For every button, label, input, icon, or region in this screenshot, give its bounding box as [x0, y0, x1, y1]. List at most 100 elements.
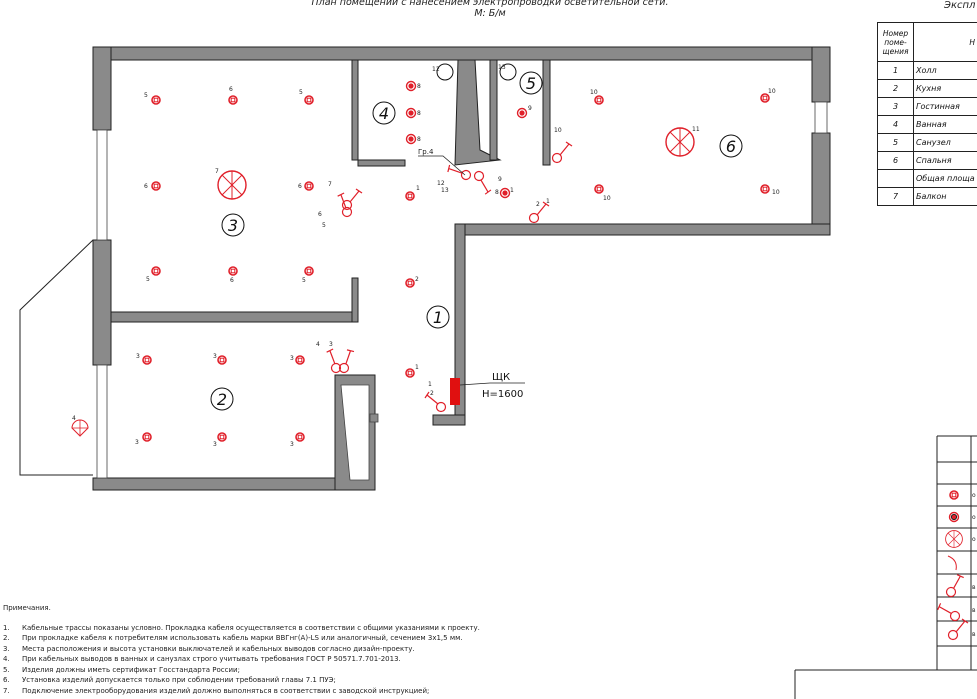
notes-heading: Примечания.: [3, 604, 51, 612]
room-marker-1: 1: [426, 305, 450, 329]
svg-text:5: 5: [299, 89, 303, 96]
svg-text:1: 1: [428, 381, 432, 388]
note-item: 7.Подключение электрооборудования издели…: [3, 686, 430, 695]
svg-text:8: 8: [417, 110, 421, 117]
svg-text:13: 13: [498, 64, 506, 71]
room-marker-3: 3: [221, 213, 245, 237]
svg-text:3: 3: [290, 441, 294, 448]
svg-text:1: 1: [415, 364, 419, 371]
svg-text:7: 7: [328, 181, 332, 188]
header-room-name: Н: [913, 22, 977, 62]
svg-text:12: 12: [437, 180, 445, 187]
svg-text:3: 3: [136, 353, 140, 360]
scale-text: М: Б/м: [474, 8, 506, 19]
note-item: 4.При кабельных выводов в ванных и сануз…: [3, 655, 401, 663]
svg-text:3: 3: [228, 216, 238, 235]
light-fixtures: 5 6 5 6 6 5 6 5 7 3 3 3 3 3 3 8 8 8 12 1…: [71, 63, 780, 448]
svg-text:3: 3: [213, 353, 217, 360]
svg-text:9: 9: [528, 105, 532, 112]
svg-text:2: 2: [536, 201, 540, 208]
svg-text:1: 1: [433, 308, 443, 327]
svg-text:6: 6: [229, 86, 233, 93]
electrical-panel: ЩК Н=1600: [450, 372, 525, 405]
explication-title: Экспл: [944, 0, 976, 11]
svg-text:11: 11: [692, 126, 700, 133]
svg-text:3: 3: [135, 439, 139, 446]
svg-text:10: 10: [603, 195, 611, 202]
svg-text:6: 6: [144, 183, 148, 190]
svg-text:5: 5: [302, 277, 306, 284]
svg-text:в: в: [972, 584, 976, 591]
note-item: 5.Изделия должны иметь сертификат Госста…: [3, 665, 240, 674]
svg-text:3: 3: [213, 441, 217, 448]
legend-passthrough-switch-icon: [947, 618, 969, 641]
svg-text:3: 3: [329, 341, 333, 348]
title-text: План помещений с нанесением электропрово…: [311, 0, 669, 8]
svg-text:10: 10: [768, 88, 776, 95]
room-marker-2: 2: [210, 387, 234, 411]
room-marker-5: 5: [519, 71, 543, 95]
svg-text:2: 2: [415, 276, 419, 283]
svg-text:2: 2: [217, 390, 227, 409]
room-marker-4: 4: [372, 101, 396, 125]
switches: 7 6 5 4 3 12 13 9 8 2 1 10 2 1: [316, 127, 573, 413]
svg-text:8: 8: [495, 189, 499, 196]
svg-text:5: 5: [526, 74, 536, 93]
svg-text:1: 1: [546, 198, 550, 205]
svg-text:о: о: [972, 514, 976, 521]
svg-text:4: 4: [379, 104, 389, 123]
windows: [96, 101, 828, 481]
table-row: Общая площа: [877, 169, 977, 188]
svg-text:10: 10: [554, 127, 562, 134]
svg-text:5: 5: [144, 92, 148, 99]
drawing-title: План помещений с нанесением электропрово…: [280, 0, 700, 19]
svg-text:6: 6: [318, 211, 322, 218]
svg-text:9: 9: [498, 176, 502, 183]
svg-text:7: 7: [215, 168, 219, 175]
note-item: 2.При прокладке кабеля к потребителям ис…: [3, 634, 463, 642]
svg-text:о: о: [972, 536, 976, 543]
svg-text:4: 4: [72, 415, 76, 422]
legend-ceiling-light-icon: [949, 490, 959, 500]
note-item: 6.Установка изделий допускается только п…: [3, 676, 336, 684]
svg-text:12: 12: [432, 66, 440, 73]
room-marker-6: 6: [719, 134, 743, 158]
legend-switch-icon: [943, 573, 968, 598]
header-room-number: Номер поме-щения: [877, 22, 914, 62]
svg-text:5: 5: [146, 276, 150, 283]
notes-section: Примечания. 1.Кабельные трассы показаны …: [3, 603, 480, 696]
group-4-leader: Гр.4: [418, 148, 466, 176]
legend-table: о о о в в в: [794, 435, 977, 699]
svg-text:1: 1: [416, 185, 420, 192]
legend-cable-outlet-icon: [947, 555, 957, 571]
svg-text:5: 5: [322, 222, 326, 229]
svg-text:13: 13: [441, 187, 449, 194]
svg-text:Гр.4: Гр.4: [418, 148, 434, 156]
svg-text:10: 10: [590, 89, 598, 96]
svg-text:6: 6: [230, 277, 234, 284]
svg-text:Н=1600: Н=1600: [482, 389, 523, 400]
svg-text:10: 10: [772, 189, 780, 196]
svg-text:ЩК: ЩК: [492, 372, 510, 383]
svg-text:в: в: [972, 631, 976, 638]
note-item: 3.Места расположения и высота установки …: [3, 644, 415, 653]
svg-text:6: 6: [726, 137, 736, 156]
legend-chandelier-icon: [945, 530, 963, 548]
walls: [92, 46, 831, 491]
note-item: 1.Кабельные трассы показаны условно. Про…: [3, 623, 480, 632]
svg-text:6: 6: [298, 183, 302, 190]
svg-text:1: 1: [510, 187, 514, 194]
table-header-row: Номер поме-щения Н: [877, 22, 977, 62]
balcony-outline: [19, 239, 94, 476]
legend-double-switch-icon: [936, 599, 961, 624]
svg-text:8: 8: [417, 136, 421, 143]
svg-text:в: в: [972, 607, 976, 614]
